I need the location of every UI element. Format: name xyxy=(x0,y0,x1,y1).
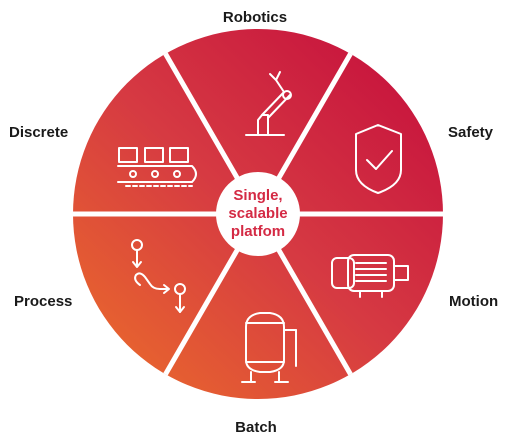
conveyor-belt-icon xyxy=(117,147,197,187)
segment-label-robotics: Robotics xyxy=(222,9,288,26)
center-line-3: platfom xyxy=(230,223,286,240)
process-flow-icon xyxy=(131,239,186,313)
segment-label-process: Process xyxy=(14,293,73,310)
robot-arm-icon xyxy=(245,71,292,136)
center-label: Single, scalable platfom xyxy=(213,187,303,241)
segment-dividers xyxy=(73,52,443,376)
tank-vessel-icon xyxy=(241,312,297,383)
center-line-1: Single, xyxy=(233,187,283,204)
electric-motor-icon xyxy=(331,254,409,298)
segment-label-motion: Motion xyxy=(449,293,499,310)
center-line-2: scalable xyxy=(228,205,288,222)
shield-check-icon xyxy=(355,124,402,194)
segment-label-safety: Safety xyxy=(448,124,494,141)
segment-label-discrete: Discrete xyxy=(9,124,69,141)
segment-label-batch: Batch xyxy=(235,419,277,436)
center-hub xyxy=(216,172,300,256)
